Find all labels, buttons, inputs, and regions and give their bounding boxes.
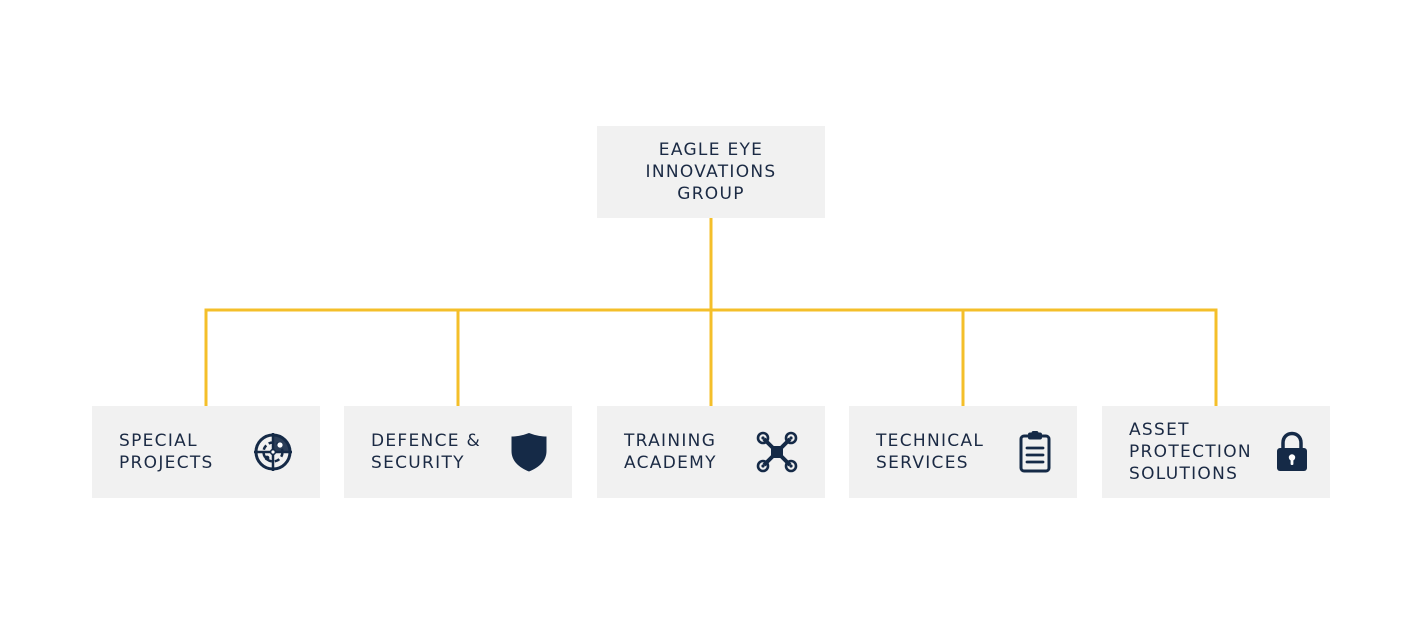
lock-icon xyxy=(1271,431,1313,473)
clipboard-icon xyxy=(1014,431,1056,473)
node-label: TRAINING ACADEMY xyxy=(624,431,717,473)
node-asset-protection-solutions: ASSET PROTECTION SOLUTIONS xyxy=(1102,406,1330,498)
root-node-label: EAGLE EYE INNOVATIONS GROUP xyxy=(645,140,777,204)
drone-icon xyxy=(756,431,798,473)
node-label: ASSET PROTECTION SOLUTIONS xyxy=(1129,420,1252,484)
node-special-projects: SPECIAL PROJECTS xyxy=(92,406,320,498)
node-defence-security: DEFENCE & SECURITY xyxy=(344,406,572,498)
shield-icon xyxy=(508,431,550,473)
node-label: DEFENCE & SECURITY xyxy=(371,431,482,473)
node-technical-services: TECHNICAL SERVICES xyxy=(849,406,1077,498)
root-node: EAGLE EYE INNOVATIONS GROUP xyxy=(597,126,825,218)
node-label: SPECIAL PROJECTS xyxy=(119,431,214,473)
node-label: TECHNICAL SERVICES xyxy=(876,431,985,473)
node-training-academy: TRAINING ACADEMY xyxy=(597,406,825,498)
radar-icon xyxy=(252,431,294,473)
